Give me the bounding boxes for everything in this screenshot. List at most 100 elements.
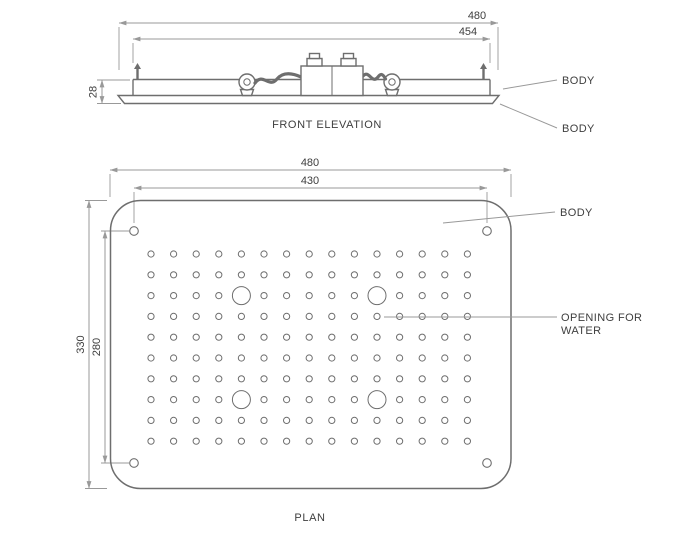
nozzle-hole	[147, 375, 155, 383]
water-opening-hole	[231, 390, 251, 410]
nozzle-hole	[283, 271, 291, 279]
water-opening-hole	[367, 390, 387, 410]
nozzle-hole	[418, 416, 426, 424]
nozzle-hole	[396, 312, 404, 320]
nozzle-hole	[328, 250, 336, 258]
nozzle-hole	[192, 292, 200, 300]
nozzle-hole	[283, 375, 291, 383]
nozzle-hole	[396, 271, 404, 279]
nozzle-hole	[463, 396, 471, 404]
nozzle-hole	[215, 333, 223, 341]
nozzle-hole	[441, 396, 449, 404]
leader-line-plan-body	[442, 211, 556, 224]
nozzle-hole	[147, 250, 155, 258]
nozzle-hole	[305, 271, 313, 279]
nozzle-hole	[418, 396, 426, 404]
nozzle-hole	[192, 375, 200, 383]
flex-hose-left	[253, 72, 303, 85]
nozzle-hole	[396, 292, 404, 300]
nozzle-hole	[441, 416, 449, 424]
nozzle-hole	[147, 396, 155, 404]
nozzle-hole	[418, 271, 426, 279]
water-opening-hole	[231, 286, 251, 306]
nozzle-hole	[373, 437, 381, 445]
nozzle-hole	[170, 271, 178, 279]
nozzle-hole	[170, 250, 178, 258]
nozzle-hole	[260, 375, 268, 383]
nozzle-hole	[328, 354, 336, 362]
nozzle-hole	[396, 333, 404, 341]
callout-opening-line1: OPENING FOR	[561, 312, 642, 324]
nozzle-hole	[192, 333, 200, 341]
inlet-block	[300, 52, 364, 97]
nozzle-hole	[396, 250, 404, 258]
nozzle-hole	[147, 312, 155, 320]
nozzle-hole	[305, 437, 313, 445]
leader-line-body-top	[502, 79, 558, 90]
nozzle-hole	[350, 333, 358, 341]
nozzle-hole	[283, 396, 291, 404]
nozzle-hole	[396, 416, 404, 424]
nozzle-hole	[328, 292, 336, 300]
corner-screw-hole	[129, 226, 139, 236]
nozzle-hole	[328, 375, 336, 383]
front-elevation-view: 480 454 28	[88, 10, 595, 135]
dim-plan-inner-width-label: 430	[301, 175, 319, 187]
nozzle-hole	[260, 271, 268, 279]
dim-front-inner-width-label: 454	[459, 26, 477, 38]
nozzle-hole	[350, 375, 358, 383]
nozzle-hole	[237, 250, 245, 258]
nozzle-hole	[350, 354, 358, 362]
nozzle-hole	[170, 312, 178, 320]
nozzle-hole	[260, 416, 268, 424]
nozzle-hole	[170, 333, 178, 341]
water-opening-hole	[367, 286, 387, 306]
nozzle-hole	[305, 292, 313, 300]
nozzle-hole	[260, 333, 268, 341]
nozzle-hole	[283, 333, 291, 341]
nozzle-hole	[441, 333, 449, 341]
nozzle-hole	[215, 312, 223, 320]
nozzle-hole	[237, 333, 245, 341]
nozzle-hole	[396, 375, 404, 383]
nozzle-hole	[373, 312, 381, 320]
plan-view: 480 430 330 280 PLAN BODY OPENING FOR	[75, 157, 642, 524]
nozzle-hole	[215, 396, 223, 404]
nozzle-hole	[350, 250, 358, 258]
nozzle-hole	[463, 375, 471, 383]
inlet-fitting-left	[306, 57, 323, 67]
ceiling-plate-profile	[116, 94, 501, 105]
nozzle-hole	[373, 375, 381, 383]
nozzle-hole	[215, 354, 223, 362]
nozzle-hole	[418, 292, 426, 300]
nozzle-hole	[237, 271, 245, 279]
nozzle-hole	[328, 271, 336, 279]
nozzle-hole	[305, 250, 313, 258]
nozzle-hole	[350, 437, 358, 445]
nozzle-hole	[396, 437, 404, 445]
nozzle-hole	[305, 333, 313, 341]
nozzle-hole	[305, 312, 313, 320]
nozzle-hole	[283, 292, 291, 300]
nozzle-hole	[441, 312, 449, 320]
plan-title: PLAN	[294, 512, 325, 524]
nozzle-hole	[418, 375, 426, 383]
nozzle-hole	[237, 416, 245, 424]
nozzle-hole	[441, 292, 449, 300]
nozzle-hole	[305, 396, 313, 404]
nozzle-hole	[373, 416, 381, 424]
nozzle-hole	[215, 250, 223, 258]
nozzle-hole	[328, 396, 336, 404]
nozzle-hole	[215, 375, 223, 383]
nozzle-hole	[463, 333, 471, 341]
nozzle-hole	[328, 333, 336, 341]
nozzle-hole	[441, 271, 449, 279]
nozzle-hole	[283, 354, 291, 362]
nozzle-hole	[328, 312, 336, 320]
nozzle-hole	[283, 416, 291, 424]
nozzle-hole	[192, 312, 200, 320]
corner-screw-hole	[129, 458, 139, 468]
nozzle-hole	[441, 250, 449, 258]
inlet-fitting-right	[340, 57, 357, 67]
